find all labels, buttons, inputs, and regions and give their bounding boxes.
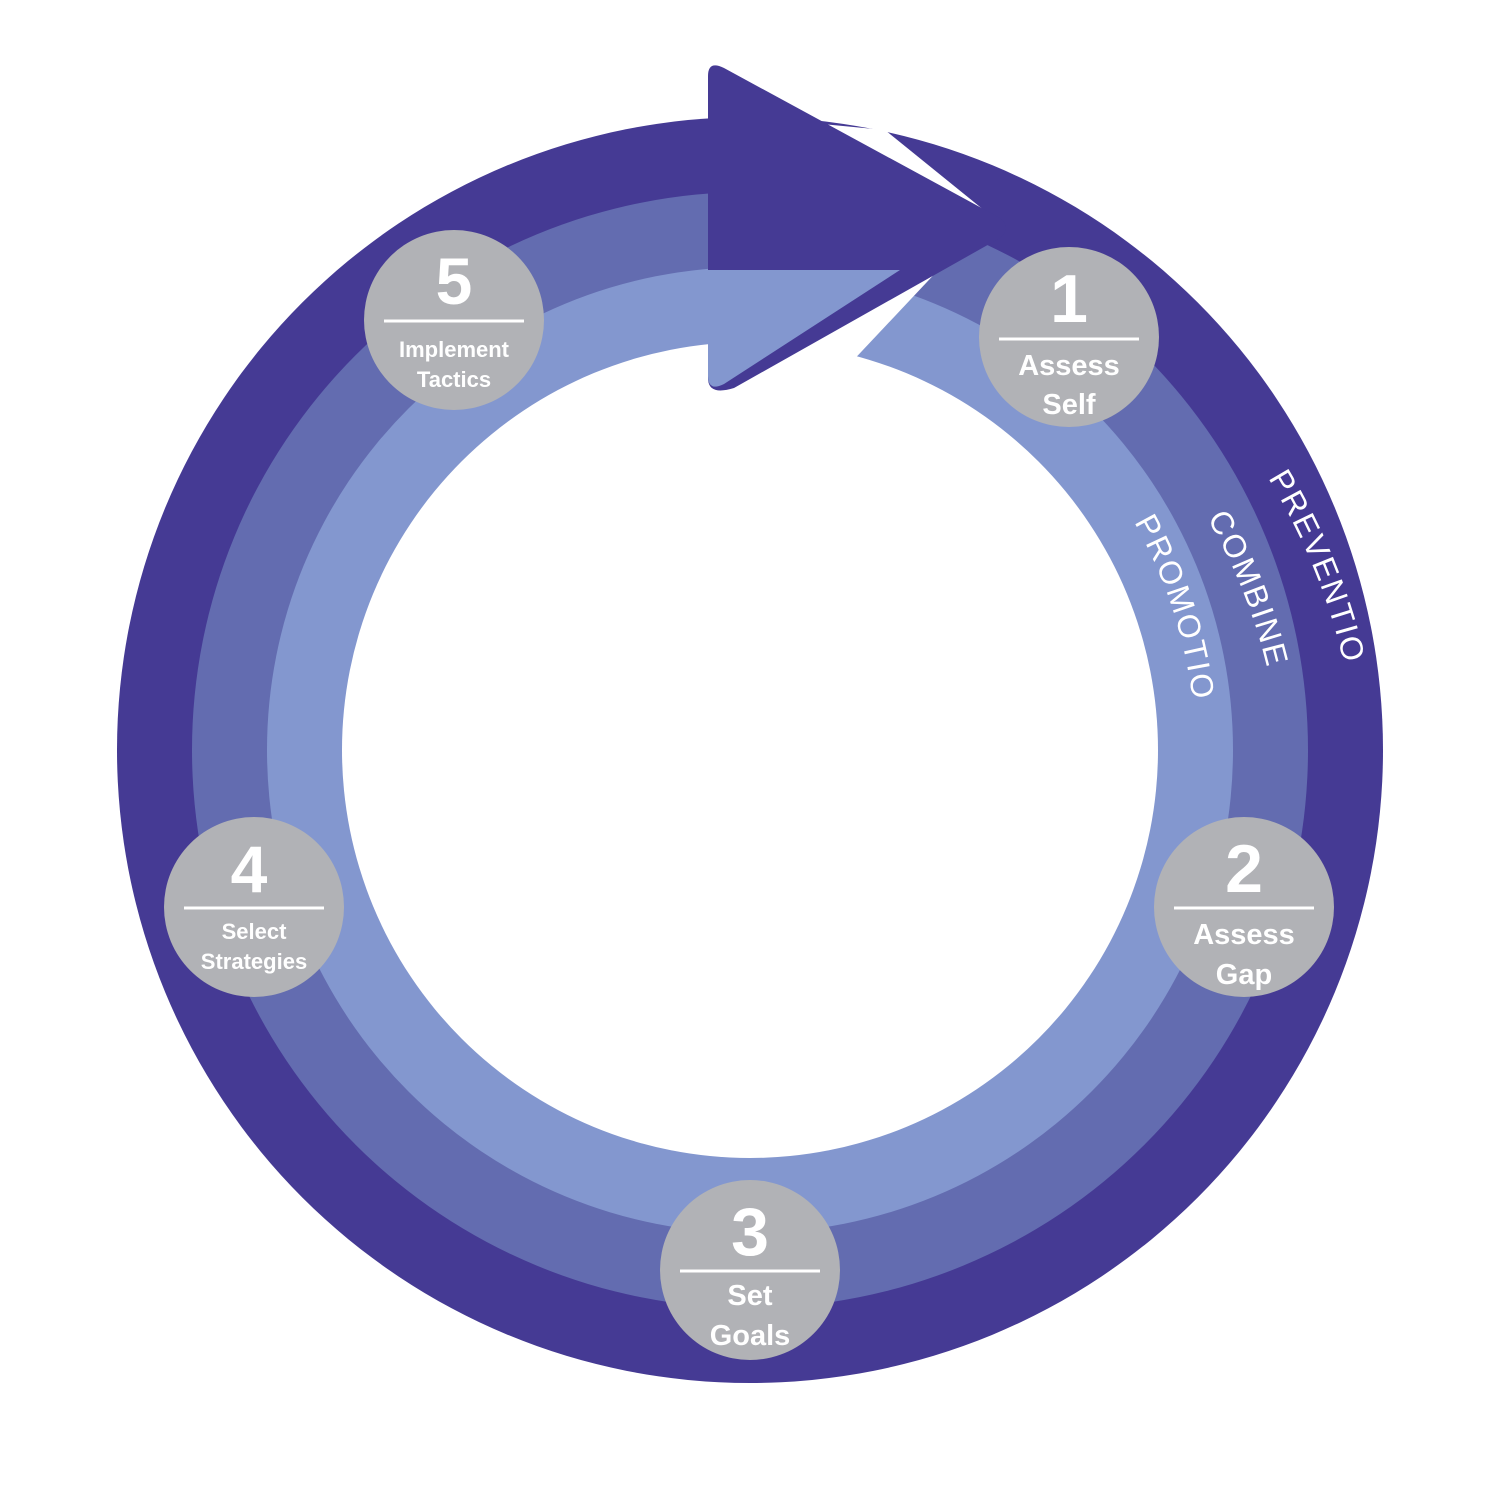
step-label-line1: Implement bbox=[399, 337, 510, 362]
step-number: 4 bbox=[231, 832, 268, 906]
step-label-line2: Goals bbox=[710, 1320, 791, 1352]
step-label-line2: Tactics bbox=[417, 367, 491, 392]
step-label-line2: Strategies bbox=[201, 949, 307, 974]
step-circle bbox=[979, 247, 1159, 427]
step-label-line1: Assess bbox=[1193, 919, 1295, 951]
step-number: 2 bbox=[1225, 831, 1263, 907]
step-number: 1 bbox=[1050, 261, 1088, 337]
step-label-line2: Gap bbox=[1216, 959, 1272, 991]
step-number: 3 bbox=[731, 1194, 769, 1270]
center-hole bbox=[342, 342, 1158, 1158]
step-2-assess-gap: 2 Assess Gap bbox=[1154, 817, 1334, 997]
step-label-line1: Assess bbox=[1018, 350, 1120, 382]
step-label-line1: Select bbox=[222, 919, 287, 944]
step-5-implement-tactics: 5 Implement Tactics bbox=[364, 230, 544, 410]
step-number: 5 bbox=[436, 244, 473, 318]
cycle-arrow-head-inner bbox=[708, 270, 900, 387]
step-4-select-strategies: 4 Select Strategies bbox=[164, 817, 344, 997]
step-1-assess-self: 1 Assess Self bbox=[979, 247, 1159, 427]
step-label-line1: Set bbox=[727, 1280, 772, 1312]
step-3-set-goals: 3 Set Goals bbox=[660, 1180, 840, 1360]
step-label-line2: Self bbox=[1042, 389, 1096, 421]
